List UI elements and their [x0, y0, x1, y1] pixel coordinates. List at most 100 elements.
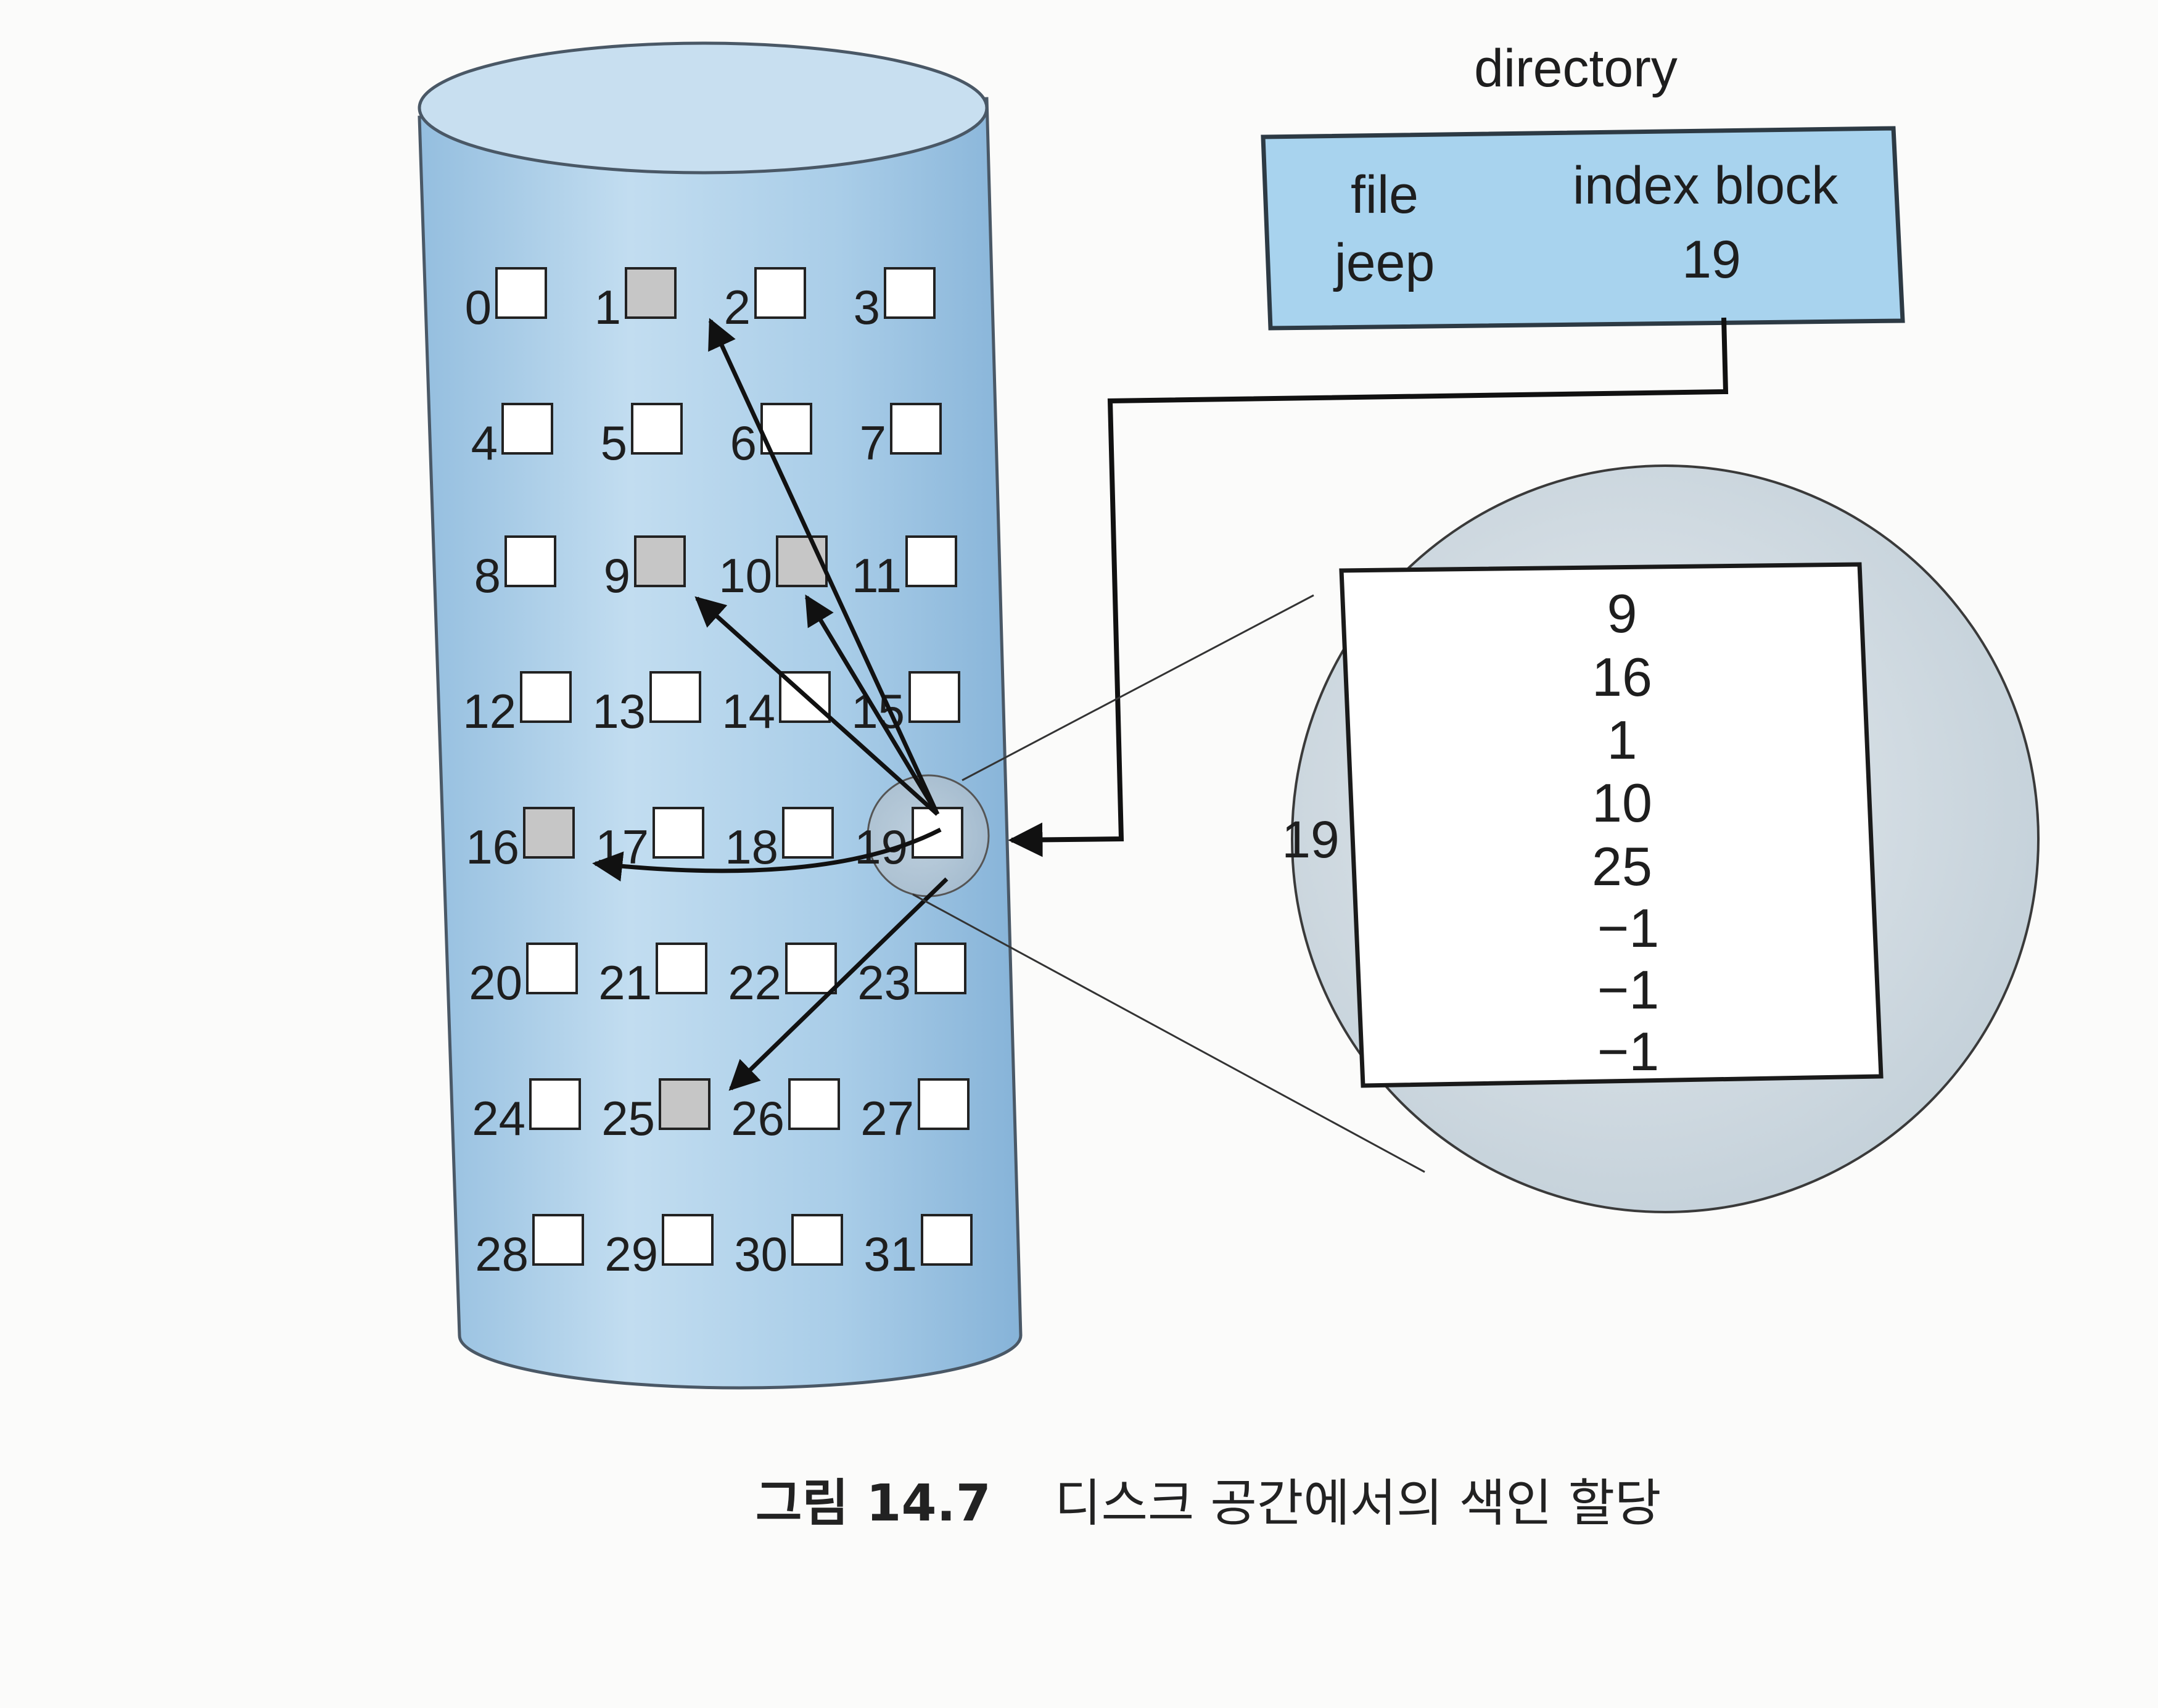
disk-block-label: 3: [854, 280, 880, 334]
arrow-to-block-25: [728, 877, 949, 1091]
free-block-square: [884, 267, 936, 319]
disk-block-label: 29: [604, 1227, 658, 1281]
disk-block-13: 13: [592, 671, 701, 738]
index-entry: −1: [1597, 1021, 1659, 1082]
disk-block-26: 26: [731, 1078, 840, 1145]
disk-block-label: 28: [475, 1227, 529, 1281]
disk-block-22: 22: [728, 943, 837, 1010]
disk-block-15: 15: [851, 671, 960, 738]
disk-block-30: 30: [734, 1214, 843, 1281]
free-block-square: [788, 1078, 840, 1130]
allocated-block-square: [634, 535, 686, 587]
free-block-square: [649, 671, 701, 723]
disk-block-label: 27: [860, 1091, 914, 1145]
disk-block-5: 5: [601, 403, 683, 470]
disk-block-21: 21: [598, 943, 707, 1010]
disk-block-27: 27: [860, 1078, 970, 1145]
free-block-square: [529, 1078, 581, 1130]
disk-block-1: 1: [595, 267, 677, 334]
disk-block-label: 26: [731, 1091, 785, 1145]
disk-block-24: 24: [472, 1078, 581, 1145]
zoom-line-top: [962, 594, 1314, 782]
disk-block-0: 0: [465, 267, 547, 334]
disk-block-label: 9: [604, 548, 630, 603]
disk-block-7: 7: [860, 403, 942, 470]
free-block-square: [915, 943, 966, 994]
zoom-line-bottom: [912, 893, 1425, 1173]
free-block-square: [504, 535, 556, 587]
disk-block-label: 11: [852, 548, 902, 603]
disk-block-label: 14: [722, 684, 775, 738]
disk-block-label: 31: [863, 1227, 917, 1281]
directory-index-value: 19: [1682, 230, 1741, 289]
index-pointer-arrows: [592, 318, 949, 1091]
disk-block-label: 23: [857, 955, 911, 1010]
free-block-square: [918, 1078, 970, 1130]
index-entry: −1: [1597, 897, 1659, 959]
disk-block-label: 21: [598, 955, 652, 1010]
disk-cylinder: [418, 41, 1023, 1390]
disk-block-label: 15: [851, 684, 905, 738]
free-block-square: [656, 943, 707, 994]
index-entry: 9: [1607, 583, 1637, 644]
disk-block-3: 3: [854, 267, 936, 334]
disk-block-2: 2: [724, 267, 806, 334]
disk-block-31: 31: [863, 1214, 973, 1281]
free-block-square: [653, 807, 704, 859]
index-block-label: 19: [1282, 811, 1339, 868]
figure-caption: 그림 14.7 디스크 공간에서의 색인 할당: [756, 1474, 1661, 1533]
index-entry: 25: [1592, 836, 1652, 897]
disk-block-label: 22: [728, 955, 781, 1010]
index-entry: 1: [1607, 709, 1637, 770]
directory-to-block19-pointer: [1008, 317, 1729, 857]
index-entry: 16: [1592, 646, 1652, 708]
arrow-to-block-10: [805, 594, 939, 815]
directory-box: [1261, 126, 1905, 331]
disk-block-label: 18: [725, 820, 778, 874]
free-block-square: [662, 1214, 714, 1266]
disk-block-9: 9: [604, 535, 686, 603]
disk-block-12: 12: [463, 671, 572, 738]
directory-col-index: index block: [1573, 156, 1839, 215]
disk-block-label: 2: [724, 280, 751, 334]
disk-block-18: 18: [725, 807, 834, 874]
free-block-square: [905, 535, 957, 587]
allocated-block-square: [659, 1078, 710, 1130]
free-block-square: [791, 1214, 843, 1266]
index-entry: 10: [1592, 772, 1652, 833]
free-block-square: [890, 403, 942, 455]
disk-top: [418, 41, 989, 175]
directory-col-file: file: [1351, 165, 1419, 225]
index-block-box: [1339, 562, 1884, 1088]
disk-block-25: 25: [601, 1078, 710, 1145]
free-block-square: [520, 671, 572, 723]
allocated-block-square: [776, 535, 828, 587]
disk-block-label: 13: [592, 684, 646, 738]
caption-figure-label: 그림 14.7: [756, 1474, 991, 1533]
disk-block-16: 16: [466, 807, 575, 874]
disk-block-17: 17: [595, 807, 704, 874]
free-block-square: [526, 943, 578, 994]
free-block-square: [631, 403, 683, 455]
disk-block-label: 8: [474, 548, 501, 603]
free-block-square: [532, 1214, 584, 1266]
disk-block-label: 4: [471, 416, 498, 470]
directory-table: directory file index block jeep 19: [1261, 39, 1905, 331]
disk-block-label: 12: [463, 684, 516, 738]
arrow-to-block-9: [694, 596, 939, 816]
disk-block-8: 8: [474, 535, 556, 603]
disk-block-label: 16: [466, 820, 519, 874]
free-block-square: [501, 403, 553, 455]
directory-file-name: jeep: [1333, 233, 1435, 292]
directory-title: directory: [1474, 39, 1678, 98]
disk-block-label: 30: [734, 1227, 788, 1281]
free-block-square: [782, 807, 834, 859]
disk-block-28: 28: [475, 1214, 584, 1281]
index-entry: −1: [1597, 959, 1659, 1020]
disk-block-label: 1: [595, 280, 621, 334]
disk-block-23: 23: [857, 943, 966, 1010]
disk-block-4: 4: [471, 403, 553, 470]
disk-block-10: 10: [719, 535, 828, 603]
